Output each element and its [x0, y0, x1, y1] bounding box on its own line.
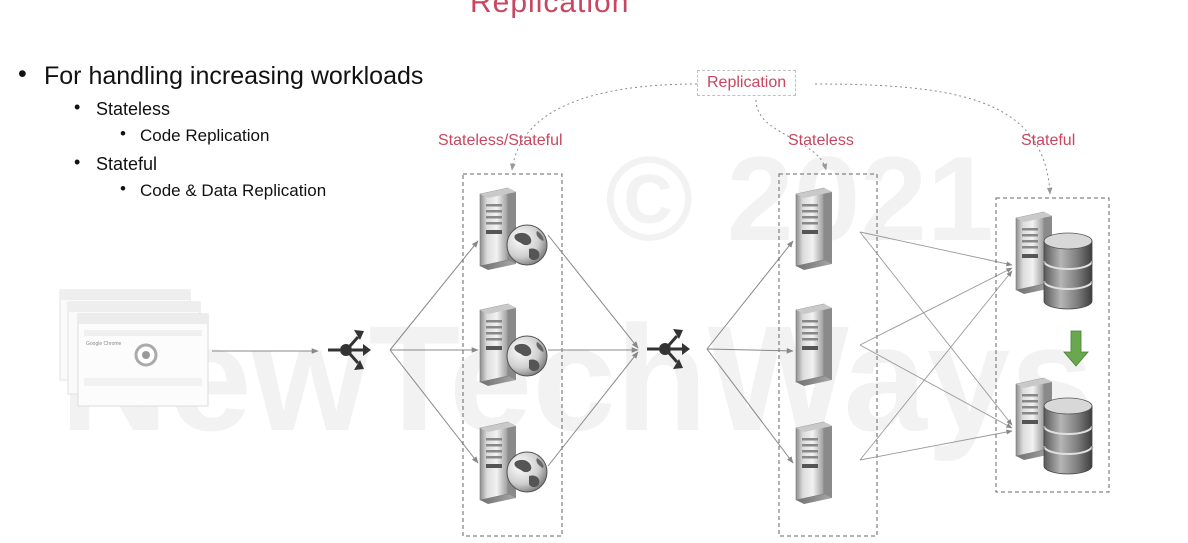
bullet-dot-icon: •: [120, 124, 126, 143]
bullet-text: Code Replication: [140, 126, 270, 145]
connector-line: [547, 234, 639, 349]
database-server-icon: [1015, 211, 1093, 310]
down-arrow-icon: [1063, 330, 1089, 367]
bullet-stateful: • Stateful: [74, 152, 423, 175]
load-balancer-icon: [645, 327, 692, 371]
load-balancer-icon: [326, 328, 373, 372]
bullet-list: • For handling increasing workloads • Stat…: [18, 60, 424, 209]
database-server-icon: [1015, 377, 1093, 475]
app-server-icon: [795, 421, 833, 505]
bullet-text: Stateless: [96, 99, 171, 119]
tier2-box: [778, 173, 878, 537]
tier3-box: [995, 197, 1110, 493]
web-server-icon: [479, 421, 548, 505]
app-server-icon: [795, 303, 833, 387]
bullet-text: Code & Data Replication: [140, 181, 327, 200]
browser-window-icon: Google Chrome: [59, 289, 209, 407]
app-server-icon: [795, 187, 833, 271]
bullet-level1: • For handling increasing workloads: [18, 60, 424, 91]
connector-line: [389, 349, 479, 464]
connector-line: [706, 240, 794, 350]
slide-title: Replication: [470, 0, 630, 19]
connector-line: [706, 348, 794, 464]
connector-line: [547, 351, 639, 467]
tier1-label: Stateless/Stateful: [438, 132, 563, 149]
replication-arrows: [510, 83, 1053, 195]
watermark-brand: NewTechWays: [60, 294, 1094, 462]
bullet-dot-icon: •: [120, 179, 126, 198]
replication-label: Replication: [697, 70, 797, 96]
bullet-dot-icon: •: [74, 97, 81, 117]
connector-line: [706, 348, 794, 354]
bullet-stateful-detail: • Code & Data Replication: [120, 179, 423, 201]
tier3-label: Stateful: [1021, 132, 1076, 149]
web-server-icon: [479, 303, 548, 387]
mesh-connectors: [859, 231, 1013, 461]
browser-caption: Google Chrome: [86, 341, 122, 347]
bullet-text: Stateful: [96, 154, 158, 174]
connector-line: [389, 240, 479, 351]
tier2-label: Stateless: [788, 132, 854, 149]
bullet-stateless: • Stateless: [74, 97, 423, 120]
tier1-box: [462, 173, 563, 537]
web-server-icon: [479, 187, 548, 271]
bullet-dot-icon: •: [74, 152, 81, 172]
bullet-dot-icon: •: [18, 60, 27, 88]
bullet-stateless-detail: • Code Replication: [120, 124, 423, 146]
bullet-text: For handling increasing workloads: [44, 62, 424, 90]
